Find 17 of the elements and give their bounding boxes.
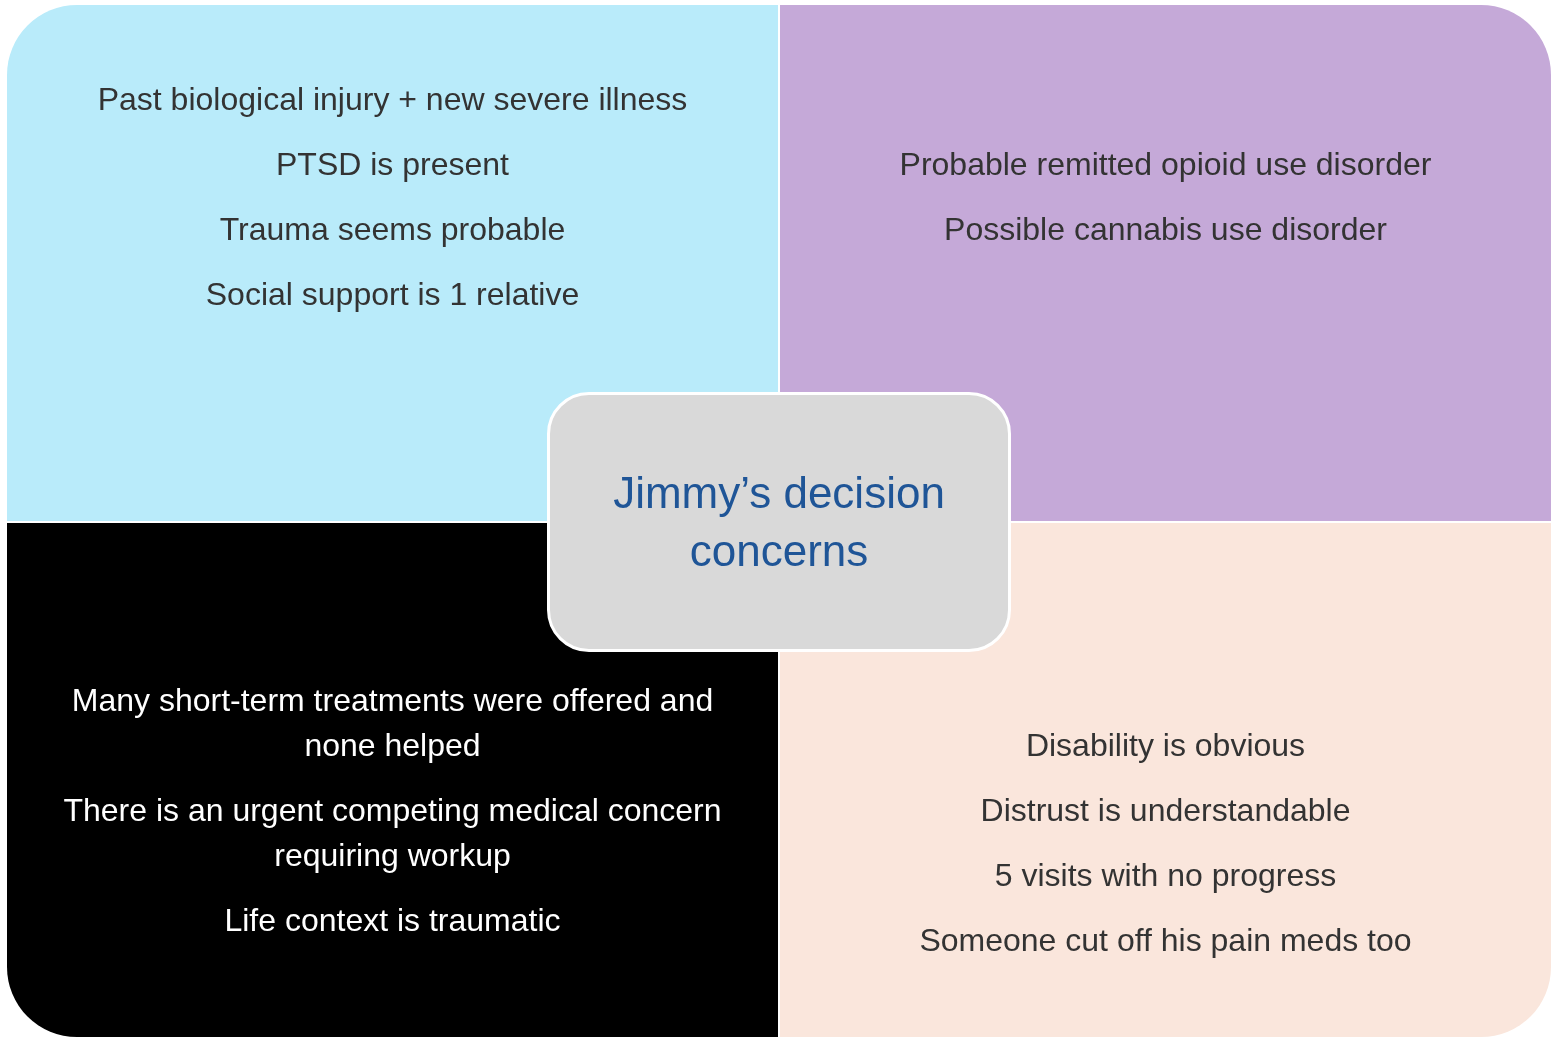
concern-text: Someone cut off his pain meds too xyxy=(919,921,1412,960)
concern-text: Past biological injury + new severe illness xyxy=(97,80,688,119)
concern-text: PTSD is present xyxy=(276,145,509,184)
concern-text: Life context is traumatic xyxy=(224,901,561,940)
concern-text: Probable remitted opioid use disorder xyxy=(899,145,1432,184)
concern-text: 5 visits with no progress xyxy=(994,856,1337,895)
quadrant-panel xyxy=(780,5,1551,521)
concern-text: Many short-term treatments were offered and none helped xyxy=(70,681,715,765)
center-title: Jimmy’s decision concerns xyxy=(612,467,946,577)
center-box xyxy=(547,392,1011,652)
concern-text: Trauma seems probable xyxy=(219,210,566,249)
concern-text: There is an urgent competing medical concern requiring workup xyxy=(62,791,723,875)
concern-text: Distrust is understandable xyxy=(980,791,1351,830)
quadrant-panel xyxy=(7,5,778,521)
concern-text: Disability is obvious xyxy=(1025,726,1306,765)
concern-text: Possible cannabis use disorder xyxy=(944,210,1387,249)
concern-text: Social support is 1 relative xyxy=(205,275,580,314)
